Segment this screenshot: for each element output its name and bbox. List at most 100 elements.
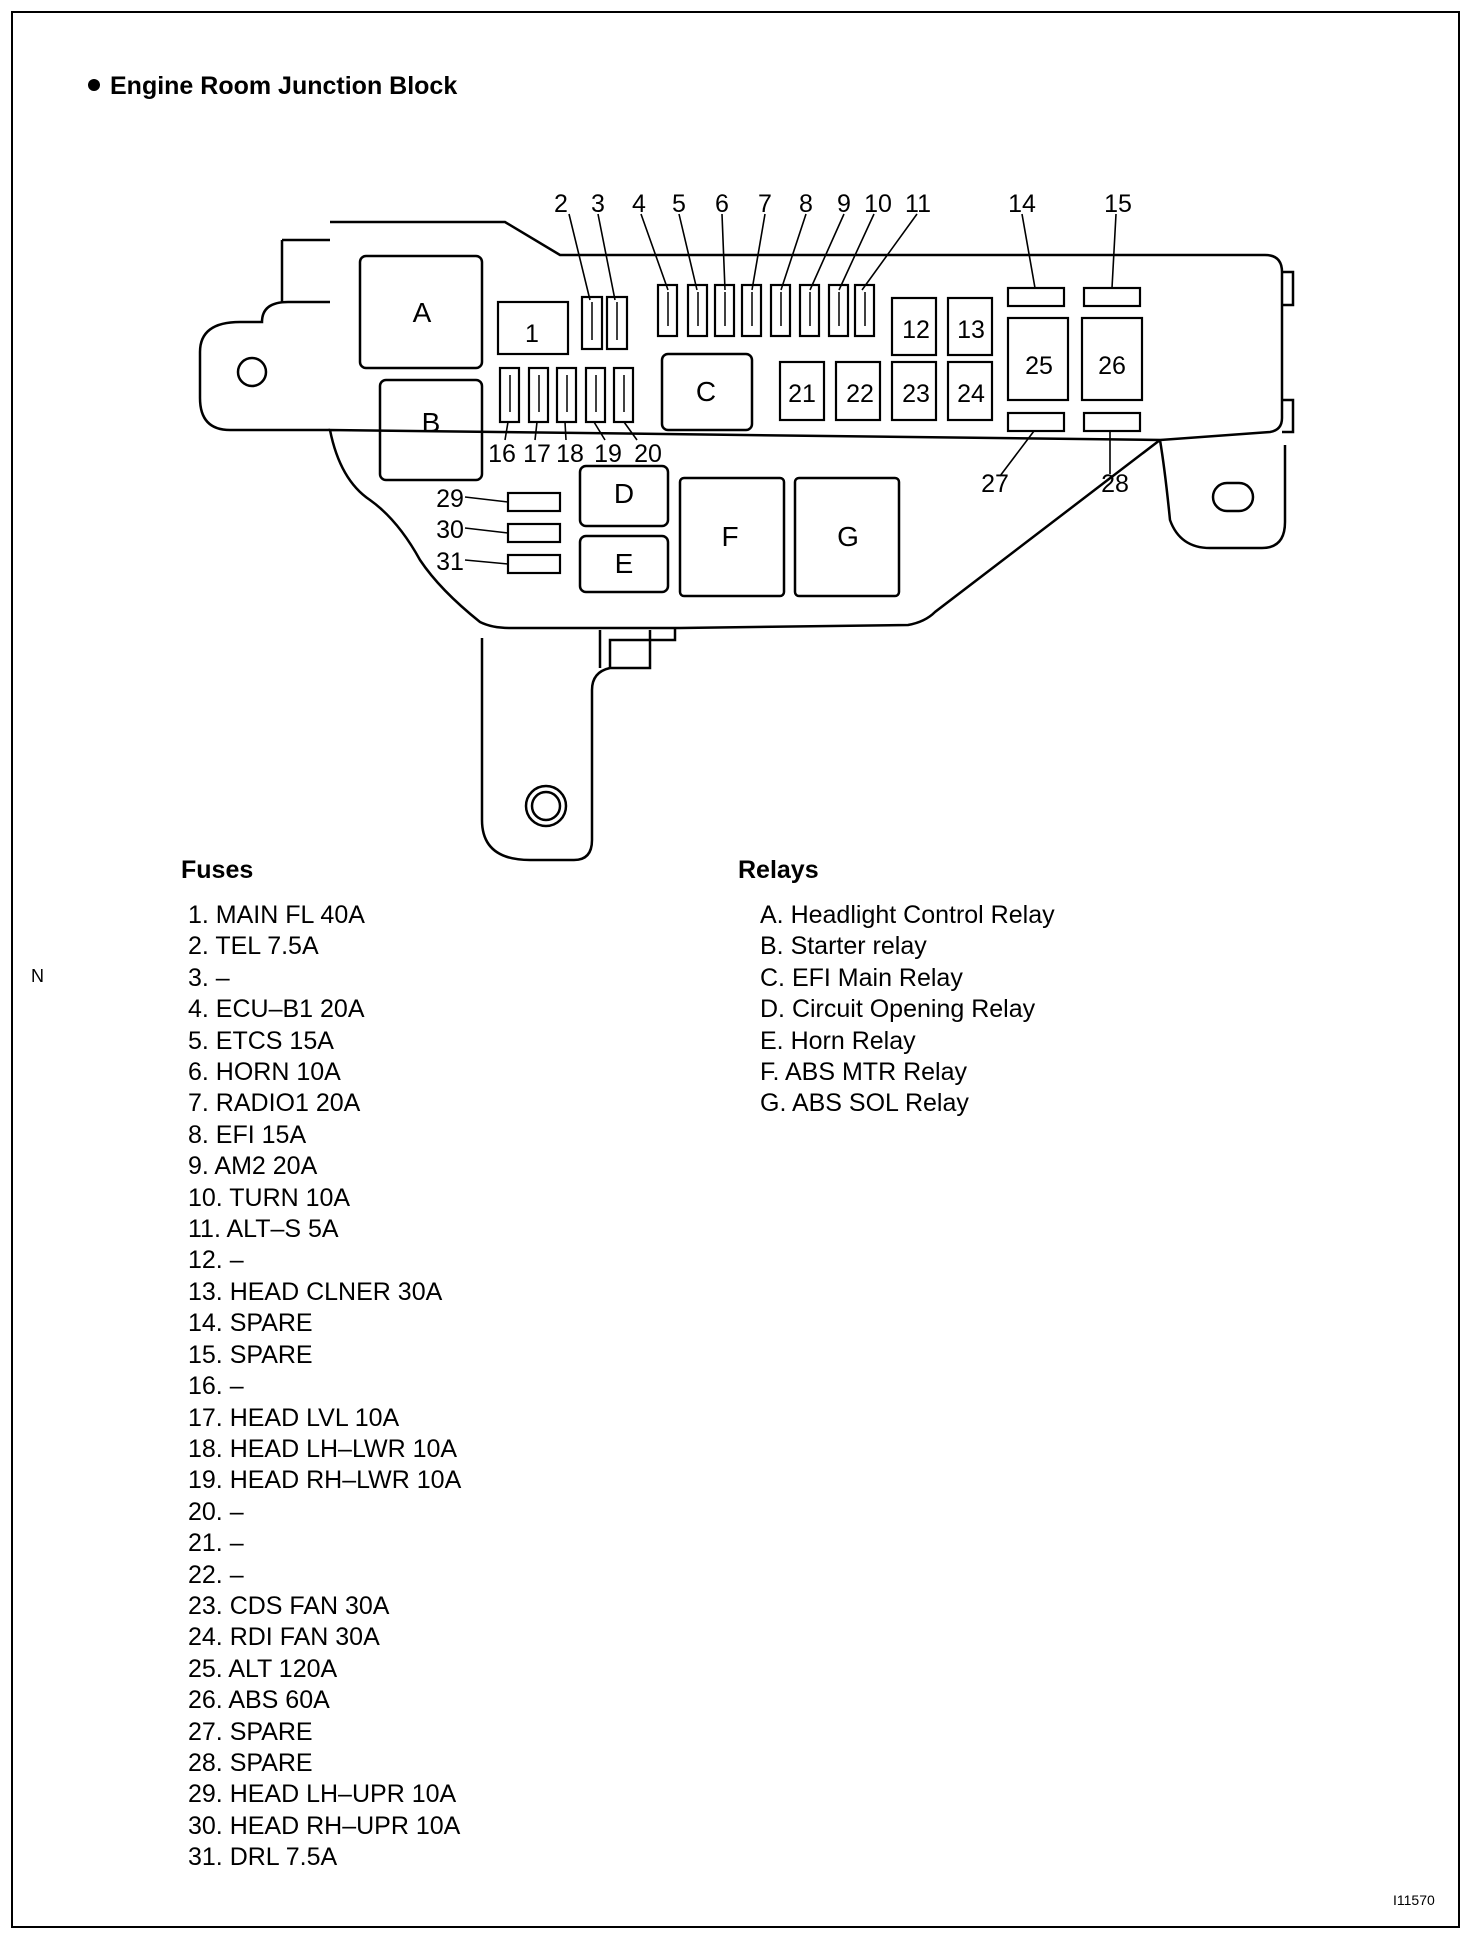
label-relay-d: D — [614, 478, 634, 509]
label-fuse-8: 8 — [799, 190, 813, 218]
label-fuse-5: 5 — [672, 190, 686, 218]
relay-list-item: C. EFI Main Relay — [760, 963, 963, 992]
fuse-list-item: 23. CDS FAN 30A — [188, 1591, 390, 1620]
fuse-24 — [946, 360, 994, 422]
label-fuse-30: 30 — [436, 516, 464, 544]
relay-boxes — [358, 254, 901, 598]
housing-outline — [198, 220, 1295, 862]
label-relay-e: E — [615, 548, 634, 579]
page-frame — [11, 11, 1460, 1928]
label-fuse-16: 16 — [488, 440, 516, 468]
fuse-list-item: 9. AM2 20A — [188, 1152, 318, 1181]
fuse-9 — [798, 283, 821, 338]
fuse-list-item: 13. HEAD CLNER 30A — [188, 1277, 443, 1306]
relay-a — [358, 254, 484, 370]
fuse-22 — [834, 360, 882, 422]
label-fuse-3: 3 — [591, 190, 605, 218]
label-fuse-31: 31 — [436, 548, 464, 576]
fuse-list-item: 2. TEL 7.5A — [188, 932, 319, 961]
relay-f — [678, 476, 786, 598]
fuse-list-item: 28. SPARE — [188, 1748, 313, 1777]
fuse-15 — [1082, 286, 1142, 308]
label-fuse-17: 17 — [523, 440, 551, 468]
fuse-11 — [853, 283, 876, 338]
fuse-list-item: 6. HORN 10A — [188, 1058, 341, 1087]
label-fuse-2: 2 — [554, 190, 568, 218]
fuse-28 — [1082, 411, 1142, 433]
label-relay-c: C — [696, 376, 716, 407]
fuse-list-item: 26. ABS 60A — [188, 1686, 330, 1715]
label-fuse-19: 19 — [594, 440, 622, 468]
label-fuse-14: 14 — [1008, 190, 1036, 218]
label-fuse-10: 10 — [864, 190, 892, 218]
label-fuse-24: 24 — [957, 380, 985, 408]
label-fuse-22: 22 — [846, 380, 874, 408]
fuse-13 — [946, 296, 994, 357]
relay-list-item: A. Headlight Control Relay — [760, 901, 1055, 929]
fuse-16 — [498, 366, 521, 424]
relay-list: A. Headlight Control Relay B. Starter rel… — [760, 900, 1055, 1120]
fuse-list-item: 16. – — [188, 1372, 244, 1401]
fuse-5 — [686, 283, 709, 338]
fuse-30 — [506, 522, 562, 544]
fuse-list-item: 22. – — [188, 1560, 244, 1589]
relay-b — [378, 378, 484, 482]
fuse-3 — [605, 295, 629, 351]
fuse-list-item: 10. TURN 10A — [188, 1183, 351, 1212]
fuse-8 — [769, 283, 792, 338]
fuses-heading: Fuses — [181, 856, 254, 884]
fuse-21 — [778, 360, 826, 422]
fuse-list-item: 24. RDI FAN 30A — [188, 1623, 380, 1652]
label-fuse-11: 11 — [905, 190, 931, 218]
fuse-17 — [527, 366, 550, 424]
fuse-list-item: 1. MAIN FL 40A — [188, 901, 365, 929]
label-fuse-23: 23 — [902, 380, 930, 408]
label-fuse-25: 25 — [1025, 352, 1053, 380]
page-title: Engine Room Junction Block — [88, 72, 457, 101]
relays-heading: Relays — [738, 856, 819, 884]
label-fuse-21: 21 — [788, 380, 816, 408]
fuse-list-item: 17. HEAD LVL 10A — [188, 1403, 400, 1432]
relay-g — [793, 476, 901, 598]
relay-list-item: D. Circuit Opening Relay — [760, 995, 1036, 1024]
bullet-icon — [88, 79, 100, 92]
fuse-29 — [506, 491, 562, 513]
label-fuse-4: 4 — [632, 190, 646, 218]
fuse-list-item: 27. SPARE — [188, 1717, 313, 1746]
relay-c — [660, 352, 754, 432]
label-fuse-29: 29 — [436, 485, 464, 513]
fuse-list-item: 25. ALT 120A — [188, 1654, 338, 1683]
title-text: Engine Room Junction Block — [110, 72, 458, 100]
label-fuse-15: 15 — [1104, 190, 1132, 218]
label-fuse-9: 9 — [837, 190, 851, 218]
relay-list-item: F. ABS MTR Relay — [760, 1058, 967, 1087]
fuse-list-item: 30. HEAD RH–UPR 10A — [188, 1811, 461, 1840]
fuse-boxes — [496, 283, 1144, 575]
fuse-list-item: 12. – — [188, 1246, 244, 1275]
side-letter: N — [31, 966, 44, 986]
fuse-list-item: 5. ETCS 15A — [188, 1026, 334, 1055]
fuse-list-item: 21. – — [188, 1529, 244, 1558]
fuse-25 — [1006, 316, 1070, 402]
fuse-list-item: 8. EFI 15A — [188, 1120, 307, 1149]
label-fuse-20: 20 — [634, 440, 662, 468]
label-fuse-13: 13 — [957, 316, 985, 344]
fuse-7 — [740, 283, 763, 338]
fuse-list-item: 4. ECU–B1 20A — [188, 995, 365, 1024]
label-fuse-1: 1 — [525, 320, 539, 348]
relay-list-item: E. Horn Relay — [760, 1026, 916, 1055]
fuse-list-item: 19. HEAD RH–LWR 10A — [188, 1466, 462, 1495]
fuse-list-item: 14. SPARE — [188, 1309, 313, 1338]
fuse-31 — [506, 553, 562, 575]
relay-list-item: G. ABS SOL Relay — [760, 1089, 969, 1118]
fuse-20 — [612, 366, 635, 424]
label-fuse-26: 26 — [1098, 352, 1126, 380]
label-relay-a: A — [413, 297, 432, 328]
fuse-12 — [890, 296, 938, 357]
fuse-list-item: 11. ALT–S 5A — [188, 1215, 339, 1244]
fuse-19 — [584, 366, 607, 424]
relay-list-item: B. Starter relay — [760, 932, 927, 961]
label-relay-b: B — [422, 407, 441, 438]
fuse-14 — [1006, 286, 1066, 308]
